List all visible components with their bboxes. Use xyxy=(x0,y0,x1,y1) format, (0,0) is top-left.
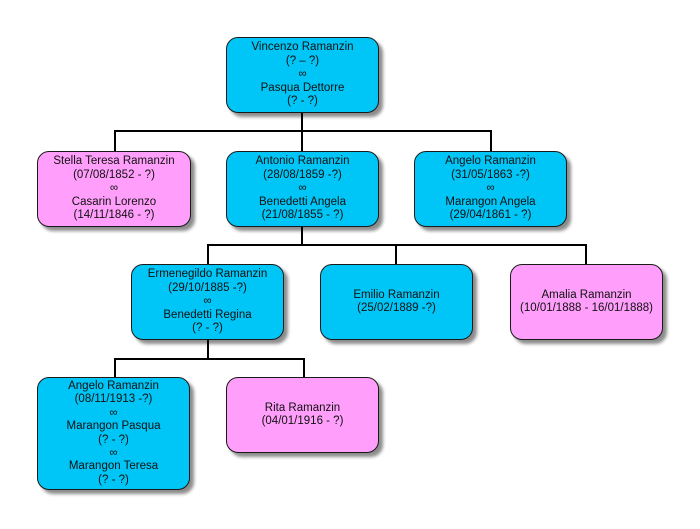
connector xyxy=(114,130,116,151)
life-dates: (14/11/1846 - ?) xyxy=(73,209,155,222)
life-dates: (? - ?) xyxy=(192,322,223,335)
connector xyxy=(585,244,587,264)
connector xyxy=(301,112,303,132)
person-name: Pasqua Dettorre xyxy=(260,81,345,94)
person-name: Marangon Angela xyxy=(445,195,536,208)
life-dates: (29/10/1885 -?) xyxy=(168,281,247,294)
person-name: Benedetti Angela xyxy=(259,195,346,208)
person-node-antonio-ramanzin[interactable]: Antonio Ramanzin(28/08/1859 -?)∞Benedett… xyxy=(226,151,379,227)
connector xyxy=(395,244,397,264)
life-dates: (? - ?) xyxy=(287,95,318,108)
life-dates: (? - ?) xyxy=(98,473,129,486)
person-name: Ermenegildo Ramanzin xyxy=(147,268,268,281)
marriage-symbol: ∞ xyxy=(109,182,119,195)
person-name: Rita Ramanzin xyxy=(264,401,341,414)
connector xyxy=(303,358,305,377)
person-node-rita-ramanzin[interactable]: Rita Ramanzin(04/01/1916 - ?) xyxy=(226,377,379,453)
person-name: Marangon Pasqua xyxy=(66,420,161,433)
person-name: Casarin Lorenzo xyxy=(71,195,157,208)
marriage-symbol: ∞ xyxy=(486,182,495,195)
connector xyxy=(207,340,209,360)
person-name: Vincenzo Ramanzin xyxy=(251,41,354,54)
life-dates: (? – ?) xyxy=(285,54,320,67)
connector xyxy=(114,358,116,377)
person-node-vincenzo-ramanzin[interactable]: Vincenzo Ramanzin(? – ?)∞Pasqua Dettorre… xyxy=(226,37,379,113)
connector xyxy=(114,358,305,360)
connector xyxy=(490,130,492,151)
person-name: Angelo Ramanzin xyxy=(68,379,159,392)
life-dates: (31/05/1863 -?) xyxy=(451,168,530,181)
connector xyxy=(301,130,303,151)
connector xyxy=(114,130,492,132)
person-name: Stella Teresa Ramanzin xyxy=(53,155,175,168)
life-dates: (? - ?) xyxy=(98,433,129,446)
life-dates: (04/01/1916 - ?) xyxy=(261,415,344,427)
life-dates: (25/02/1889 -?) xyxy=(357,302,436,314)
marriage-symbol: ∞ xyxy=(109,446,118,459)
person-name: Emilio Ramanzin xyxy=(353,288,440,301)
person-name: Marangon Teresa xyxy=(68,460,159,473)
life-dates: (28/08/1859 -?) xyxy=(263,168,342,181)
person-node-ermenegildo-ramanzin[interactable]: Ermenegildo Ramanzin(29/10/1885 -?)∞Bene… xyxy=(131,264,284,340)
person-node-stella-teresa-ramanzin[interactable]: Stella Teresa Ramanzin(07/08/1852 - ?)∞C… xyxy=(37,151,191,227)
life-dates: (21/08/1855 - ?) xyxy=(261,209,344,222)
person-node-angelo-ramanzin-1913[interactable]: Angelo Ramanzin(08/11/1913 -?)∞Marangon … xyxy=(37,377,190,490)
connector xyxy=(207,244,209,264)
life-dates: (10/01/1888 - 16/01/1888) xyxy=(520,302,653,314)
person-name: Benedetti Regina xyxy=(163,308,252,321)
person-name: Antonio Ramanzin xyxy=(255,155,350,168)
marriage-symbol: ∞ xyxy=(109,406,118,419)
life-dates: (08/11/1913 -?) xyxy=(74,393,153,406)
person-node-angelo-ramanzin-1863[interactable]: Angelo Ramanzin(31/05/1863 -?)∞Marangon … xyxy=(414,151,567,227)
marriage-symbol: ∞ xyxy=(298,68,307,81)
person-name: Angelo Ramanzin xyxy=(445,155,536,168)
marriage-symbol: ∞ xyxy=(298,182,307,195)
connector xyxy=(207,244,587,246)
life-dates: (07/08/1852 - ?) xyxy=(73,168,155,181)
person-node-emilio-ramanzin[interactable]: Emilio Ramanzin(25/02/1889 -?) xyxy=(320,264,473,340)
person-name: Amalia Ramanzin xyxy=(541,288,632,301)
person-node-amalia-ramanzin[interactable]: Amalia Ramanzin(10/01/1888 - 16/01/1888) xyxy=(510,264,663,340)
marriage-symbol: ∞ xyxy=(203,295,212,308)
connector xyxy=(301,226,303,246)
life-dates: (29/04/1861 - ?) xyxy=(449,209,532,222)
